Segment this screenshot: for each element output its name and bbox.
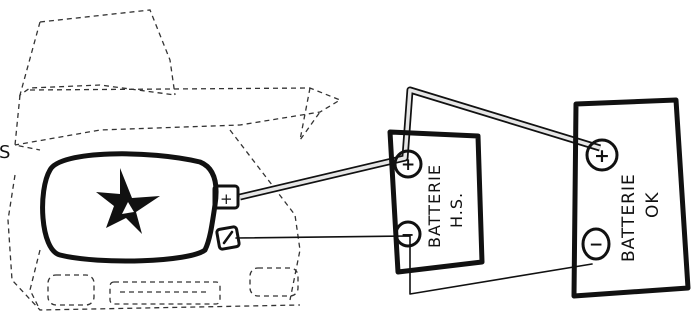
car-headlight-right <box>250 268 298 296</box>
battery-dead-label-line2: H.S. <box>447 192 466 228</box>
starter-device: + <box>43 154 240 261</box>
battery-ok-minus-symbol: − <box>589 235 604 255</box>
battery-dead: + − BATTERIE H.S. <box>390 132 482 272</box>
car-grille <box>110 282 220 304</box>
battery-dead-label-line1: BATTERIE <box>425 164 444 248</box>
battery-ok: + − BATTERIE OK <box>574 100 688 296</box>
battery-dead-minus-symbol: − <box>401 225 415 244</box>
battery-ok-label-line2: OK <box>643 191 663 218</box>
battery-ok-label-line1: BATTERIE <box>619 173 639 262</box>
positive-jumper-cable <box>240 90 600 197</box>
car-headlight-left <box>48 275 94 305</box>
battery-dead-plus-symbol: + <box>401 155 416 175</box>
car-outline <box>8 10 340 310</box>
edge-letter: S <box>0 142 11 163</box>
battery-ok-plus-symbol: + <box>594 145 611 167</box>
device-plus-symbol: + <box>220 190 234 208</box>
